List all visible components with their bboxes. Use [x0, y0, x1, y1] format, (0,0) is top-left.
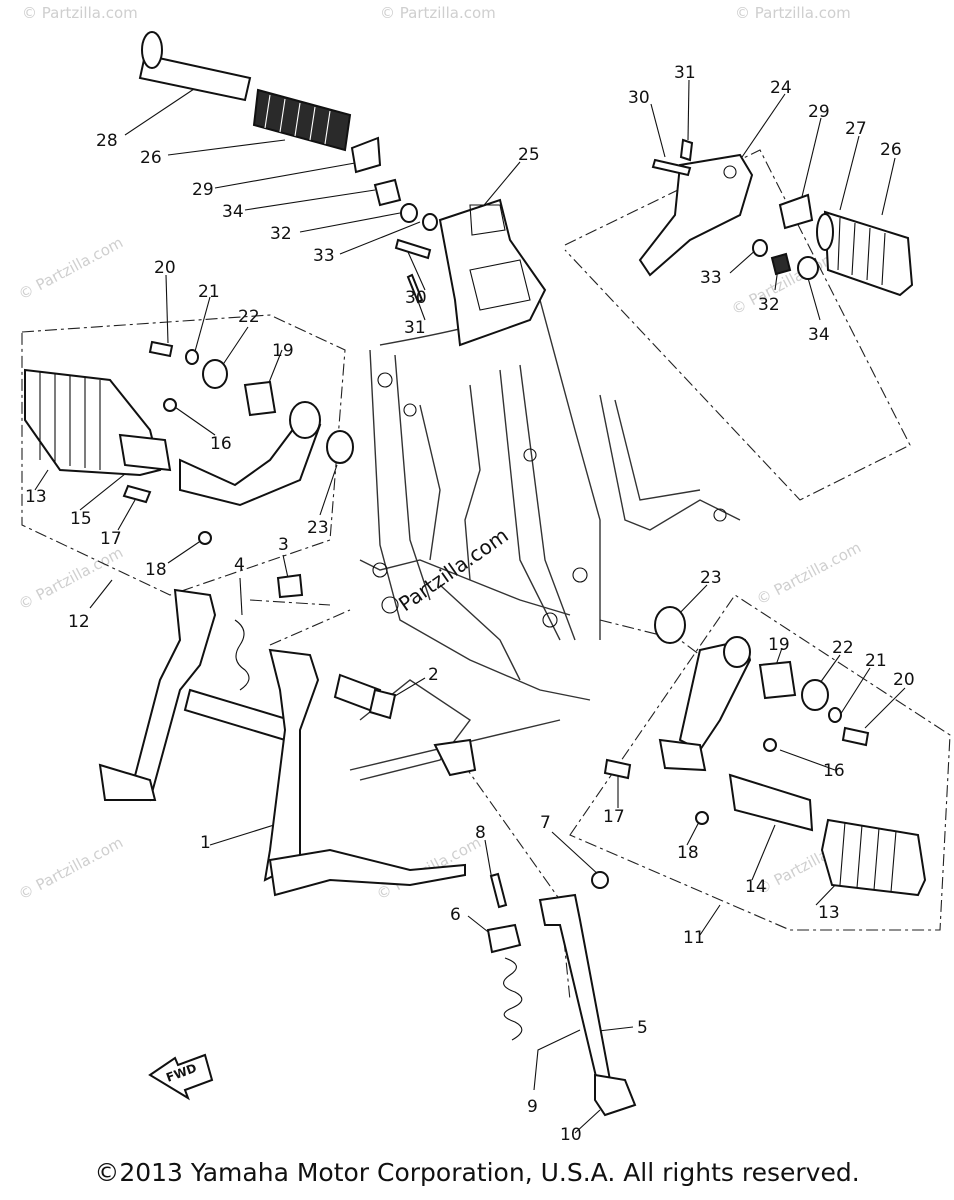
callout: 31	[674, 63, 696, 83]
callout: 4	[234, 555, 245, 575]
callout: 23	[307, 518, 329, 538]
callout: 32	[758, 295, 780, 315]
callout: 13	[818, 903, 840, 923]
callout: 19	[768, 635, 790, 655]
copyright-notice: ©2013 Yamaha Motor Corporation, U.S.A. A…	[94, 1158, 860, 1187]
callout: 34	[222, 202, 244, 222]
callout: 14	[745, 877, 767, 897]
callout: 10	[560, 1125, 582, 1145]
watermark: © Partzilla.com	[15, 543, 126, 613]
callout: 22	[832, 638, 854, 658]
callout: 3	[278, 535, 289, 555]
callout: 21	[198, 282, 220, 302]
callout: 7	[540, 813, 551, 833]
callout: 18	[145, 560, 167, 580]
callout: 33	[700, 268, 722, 288]
fwd-arrow-icon: FWD	[148, 1053, 214, 1101]
callout: 11	[683, 928, 705, 948]
callout: 9	[527, 1097, 538, 1117]
callout: 16	[823, 761, 845, 781]
callout: 29	[808, 102, 830, 122]
callout: 20	[893, 670, 915, 690]
callout: 22	[238, 307, 260, 327]
callout: 17	[603, 807, 625, 827]
parts	[24, 31, 927, 1117]
watermark: © Partzilla.com	[380, 4, 496, 22]
callout: 12	[68, 612, 90, 632]
callout: 26	[140, 148, 162, 168]
callout: 20	[154, 258, 176, 278]
callout: 30	[628, 88, 650, 108]
callout: 5	[637, 1018, 648, 1038]
callout: 19	[272, 341, 294, 361]
callout: 30	[405, 288, 427, 308]
callout: 8	[475, 823, 486, 843]
callout: 15	[70, 509, 92, 529]
callout: 28	[96, 131, 118, 151]
watermark: © Partzilla.com	[22, 4, 138, 22]
watermark: © Partzilla.com	[753, 538, 864, 608]
callout: 6	[450, 905, 461, 925]
callout: 13	[25, 487, 47, 507]
callout: 31	[404, 318, 426, 338]
frame	[349, 298, 741, 781]
watermark: © Partzilla.com	[15, 833, 126, 903]
callout: 32	[270, 224, 292, 244]
callout: 34	[808, 325, 830, 345]
callout: 24	[770, 78, 792, 98]
callout: 25	[518, 145, 540, 165]
callout: 21	[865, 651, 887, 671]
center-watermark: Partzilla.com	[394, 523, 513, 616]
watermark: © Partzilla.com	[735, 4, 851, 22]
callout: 16	[210, 434, 232, 454]
callout: 27	[845, 119, 867, 139]
callout: 17	[100, 529, 122, 549]
callout: 33	[313, 246, 335, 266]
callout: 23	[700, 568, 722, 588]
watermark: © Partzilla.com	[15, 233, 126, 303]
callout: 26	[880, 140, 902, 160]
callout: 2	[428, 665, 439, 685]
callouts: 1 2 3 4 5 6 7 8 9 10 11 12 13 13 14 15 1…	[25, 63, 915, 1145]
callout: 18	[677, 843, 699, 863]
callout: 29	[192, 180, 214, 200]
callout: 1	[200, 833, 211, 853]
